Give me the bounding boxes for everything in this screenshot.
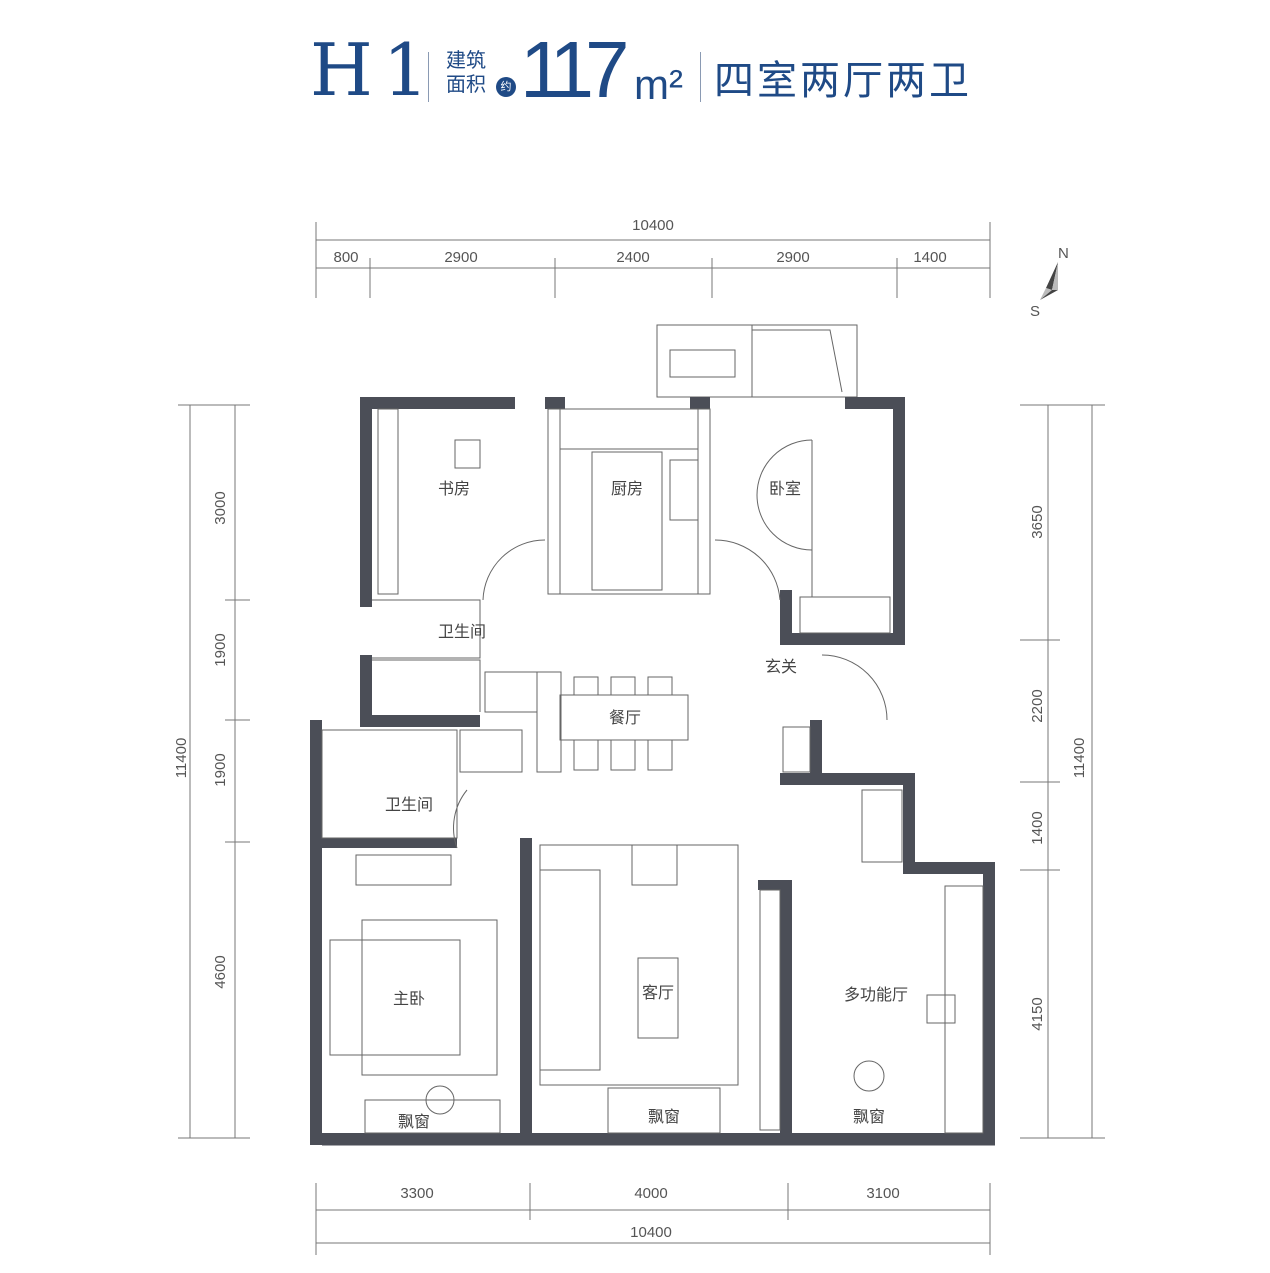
dim-top-1: 800 <box>333 249 358 266</box>
dim-top-2: 2900 <box>444 249 477 266</box>
dim-bottom-3: 3100 <box>866 1185 899 1202</box>
approx-badge: 约 <box>496 77 516 97</box>
dim-top-5: 1400 <box>913 249 946 266</box>
dim-right-4: 4150 <box>1029 997 1046 1030</box>
area-unit: m² <box>634 61 683 108</box>
balcony <box>656 324 858 398</box>
dim-top-3: 2400 <box>616 249 649 266</box>
right-dimension: 3650 2200 1400 4150 11400 <box>1020 404 1105 1139</box>
area-value: 117 <box>520 25 630 114</box>
area-label-line2: 面积 <box>446 72 486 96</box>
compass-north: N <box>1058 245 1069 262</box>
left-dimension: 3000 1900 1900 4600 11400 <box>173 404 250 1139</box>
room-bedroom: 卧室 <box>769 479 801 498</box>
dim-left-2: 1900 <box>212 633 229 666</box>
layout-description: 四室两厅两卫 <box>714 58 972 104</box>
dim-left-4: 4600 <box>212 955 229 988</box>
fixtures <box>321 408 995 1146</box>
divider <box>700 52 701 102</box>
dim-right-1: 3650 <box>1029 505 1046 538</box>
room-bathroom-1: 卫生间 <box>438 622 486 641</box>
dim-left-total: 11400 <box>173 738 190 779</box>
dim-bottom-2: 4000 <box>634 1185 667 1202</box>
dim-top-total: 10400 <box>632 217 674 234</box>
walls <box>310 397 995 1145</box>
dim-right-2: 2200 <box>1029 689 1046 722</box>
dim-right-3: 1400 <box>1029 811 1046 844</box>
dim-bottom-1: 3300 <box>400 1185 433 1202</box>
room-labels: 书房 厨房 卧室 卫生间 玄关 餐厅 卫生间 主卧 客厅 多功能厅 飘窗 飘窗 … <box>385 479 908 1131</box>
compass-south: S <box>1030 303 1040 320</box>
top-dimension: 10400 800 2900 2400 2900 1400 <box>315 217 991 298</box>
compass-icon: N S <box>1030 245 1069 320</box>
area-label-line1: 建筑 <box>446 48 486 72</box>
room-dining: 餐厅 <box>609 708 641 727</box>
dim-right-total: 11400 <box>1071 738 1088 779</box>
bay-window-1: 飘窗 <box>398 1112 430 1131</box>
bay-window-3: 飘窗 <box>853 1107 885 1126</box>
header: H1 建筑 面积 约 117 m² 四室两厅两卫 <box>0 30 1270 110</box>
room-living: 客厅 <box>642 983 674 1002</box>
bottom-dimension: 3300 4000 3100 10400 <box>315 1183 991 1255</box>
room-master-bedroom: 主卧 <box>393 989 425 1008</box>
room-kitchen: 厨房 <box>611 479 643 498</box>
unit-code: H1 <box>310 28 439 112</box>
divider <box>428 52 429 102</box>
dim-bottom-total: 10400 <box>630 1224 672 1241</box>
area-label: 建筑 面积 <box>446 48 486 96</box>
room-multifunction: 多功能厅 <box>844 985 908 1004</box>
room-bathroom-2: 卫生间 <box>385 795 433 814</box>
room-entrance: 玄关 <box>765 657 797 676</box>
dim-top-4: 2900 <box>776 249 809 266</box>
dim-left-3: 1900 <box>212 753 229 786</box>
room-study: 书房 <box>438 479 470 498</box>
dim-left-1: 3000 <box>212 491 229 524</box>
bay-window-2: 飘窗 <box>648 1107 680 1126</box>
